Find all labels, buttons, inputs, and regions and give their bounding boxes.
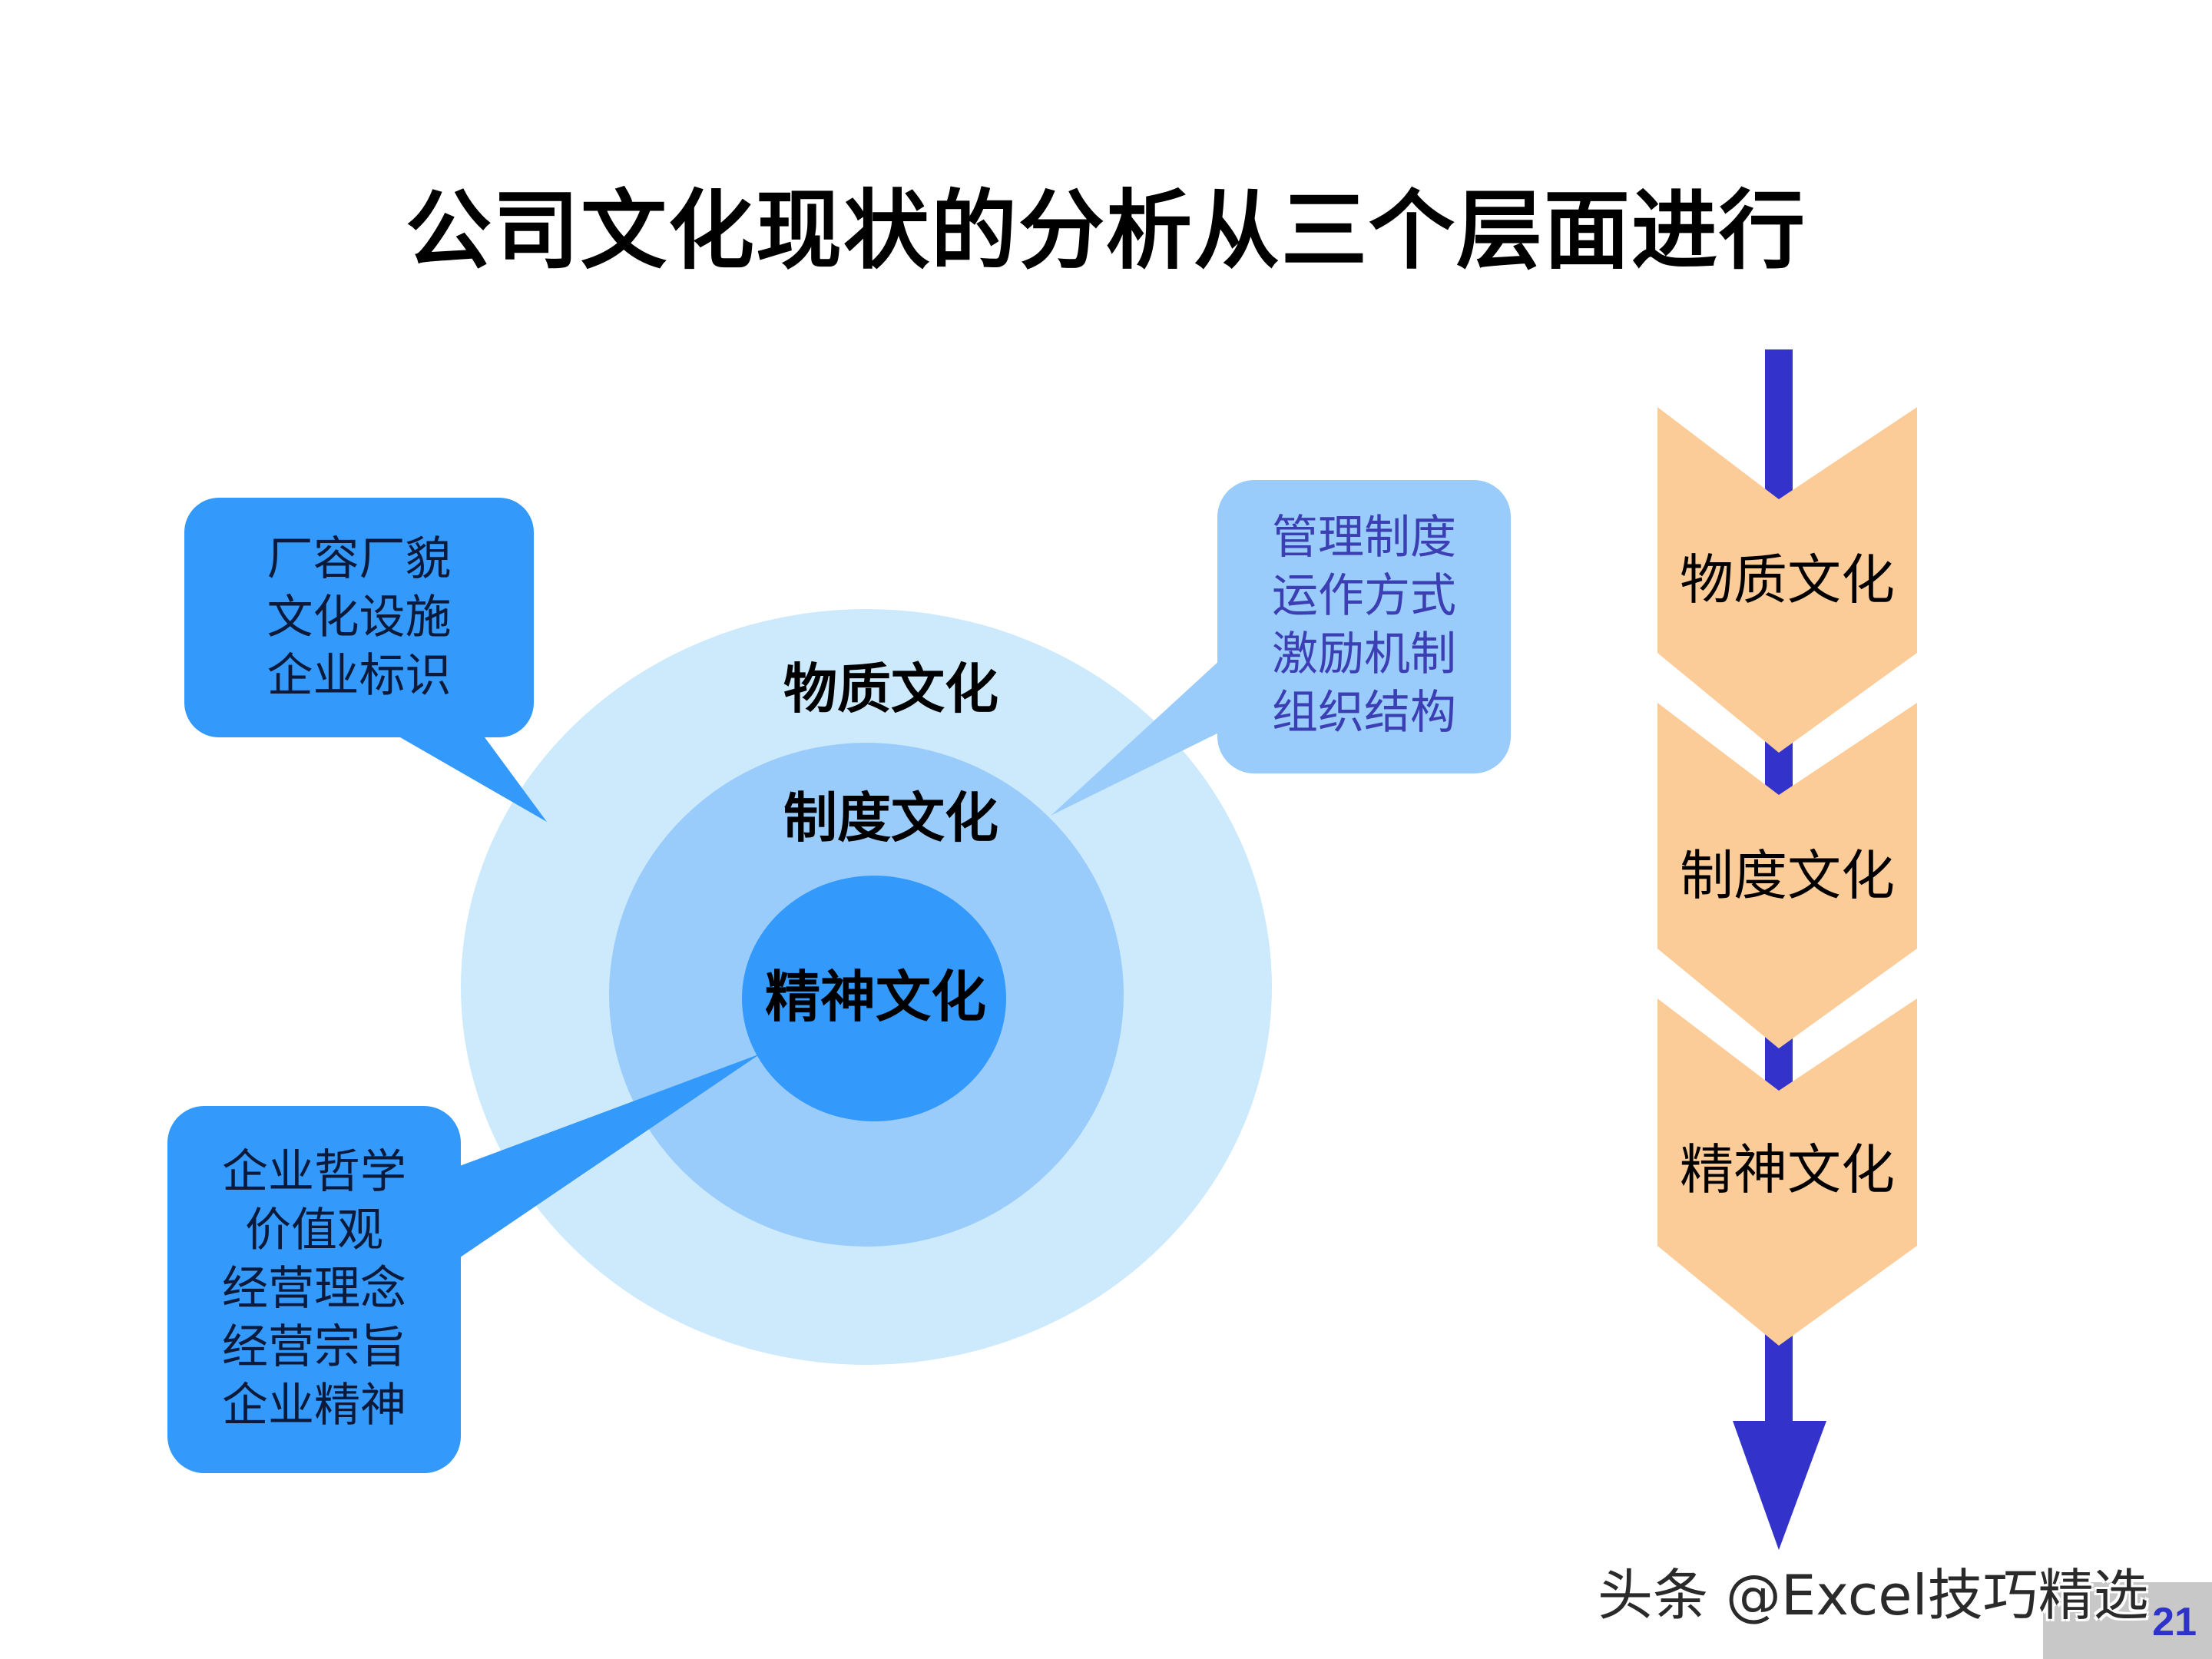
callout-institution-tail <box>1051 659 1240 816</box>
callout-material-box <box>184 498 534 737</box>
middle-circle-label: 制度文化 <box>783 786 998 849</box>
chevron-2 <box>1657 703 1917 1048</box>
callout-material-item: 厂容厂貌 <box>267 532 452 586</box>
page-number: 21 <box>2152 1600 2197 1644</box>
callout-spirit-item: 经营宗旨 <box>222 1320 406 1374</box>
callout-institution-text: 管理制度 运作方式 激励机制 组织结构 <box>1217 508 1511 742</box>
callout-spirit-item: 企业精神 <box>222 1379 406 1432</box>
flow-step-3-label: 精神文化 <box>1680 1138 1895 1201</box>
callout-spirit-text: 企业哲学 价值观 经营理念 经营宗旨 企业精神 <box>167 1143 461 1435</box>
chevron-1 <box>1657 407 1917 753</box>
callout-spirit-tail <box>445 1054 760 1267</box>
inner-circle-label: 精神文化 <box>764 965 986 1029</box>
page-number-box <box>2043 1582 2212 1659</box>
callout-material-item: 企业标识 <box>267 649 452 703</box>
callout-spirit-item: 企业哲学 <box>222 1145 406 1199</box>
callout-institution-item: 运作方式 <box>1272 569 1456 623</box>
callout-spirit-box <box>167 1106 461 1473</box>
callout-material-tail <box>380 726 547 822</box>
callout-institution-box <box>1217 480 1511 773</box>
callout-institution-item: 管理制度 <box>1272 511 1456 565</box>
slide-title: 公司文化现状的分析从三个层面进行 <box>406 181 1806 281</box>
inner-circle <box>742 876 1006 1121</box>
watermark: 头条 @Excel技巧精选 <box>1598 1563 2149 1628</box>
callout-spirit-item: 经营理念 <box>222 1262 406 1316</box>
flow-arrow-head <box>1733 1421 1826 1550</box>
callout-material-text: 厂容厂貌 文化设施 企业标识 <box>184 530 534 705</box>
flow-step-1-label: 物质文化 <box>1680 548 1895 611</box>
callout-material-item: 文化设施 <box>267 591 452 644</box>
flow-step-2-label: 制度文化 <box>1680 844 1895 907</box>
callout-institution-item: 激励机制 <box>1272 628 1456 681</box>
outer-circle-label: 物质文化 <box>783 657 998 720</box>
callout-spirit-item: 价值观 <box>245 1204 383 1257</box>
callout-institution-item: 组织结构 <box>1272 686 1456 740</box>
chevron-3 <box>1657 998 1917 1346</box>
